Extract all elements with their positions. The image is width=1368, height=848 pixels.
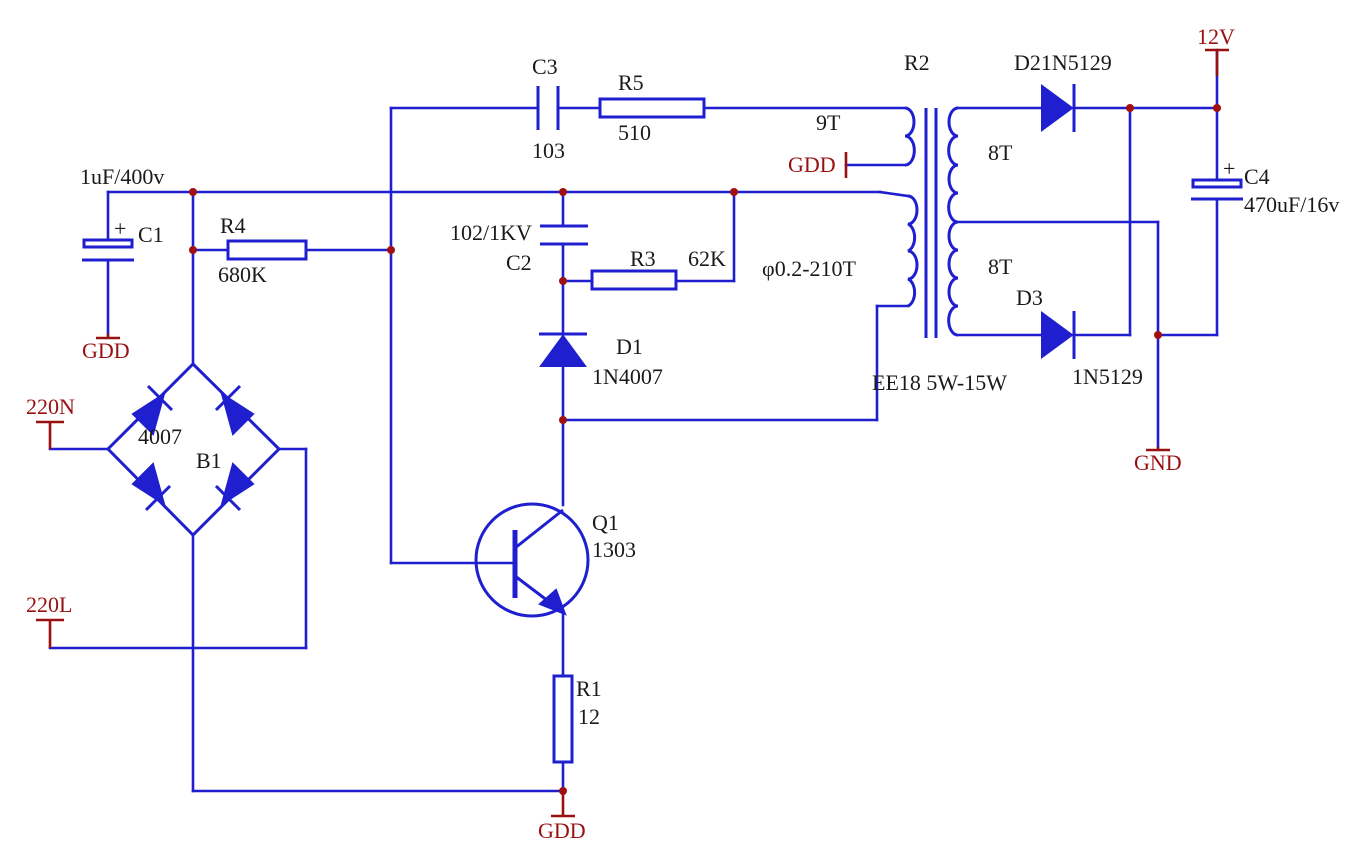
transformer-ref: R2	[904, 50, 930, 75]
c4-ref: C4	[1244, 164, 1270, 189]
capacitor-c4: + C4 470uF/16v	[1191, 156, 1339, 217]
c3-ref: C3	[532, 54, 558, 79]
c2-value: 102/1KV	[450, 220, 532, 245]
feedback-turns: 9T	[816, 110, 841, 135]
r5-value: 510	[618, 120, 651, 145]
diode-d3: D3 1N5129	[1016, 285, 1143, 389]
c3-value: 103	[532, 138, 565, 163]
c1-ref: C1	[138, 222, 164, 247]
b1-value: 4007	[138, 424, 182, 449]
r3-value: 62K	[688, 246, 726, 271]
gnd-symbol: GND	[1134, 447, 1182, 475]
r1-ref: R1	[576, 676, 602, 701]
d3-value: 1N5129	[1072, 364, 1143, 389]
diode-d2: D21N5129	[1014, 50, 1112, 132]
b1-ref: B1	[196, 448, 222, 473]
secondary-top-turns: 8T	[988, 140, 1013, 165]
svg-text:220N: 220N	[26, 394, 75, 419]
svg-text:GDD: GDD	[788, 152, 836, 177]
svg-text:220L: 220L	[26, 592, 72, 617]
transistor-q1: Q1 1303	[474, 502, 636, 618]
r3-ref: R3	[630, 246, 656, 271]
r4-value: 680K	[218, 262, 267, 287]
secondary-bottom-turns: 8T	[988, 254, 1013, 279]
resistor-r1: R1 12	[552, 674, 602, 764]
core-spec: EE18 5W-15W	[872, 370, 1007, 395]
resistor-r5: R5 510	[598, 70, 706, 145]
r1-value: 12	[578, 704, 600, 729]
resistor-r3: R3 62K	[590, 246, 726, 291]
capacitor-c2: 102/1KV C2	[450, 220, 588, 275]
svg-text:GDD: GDD	[82, 338, 130, 363]
c1-value: 1uF/400v	[80, 164, 164, 189]
junction-dots	[189, 104, 1221, 795]
wires	[48, 48, 1219, 793]
ac-input-220l: 220L	[26, 592, 72, 648]
q1-ref: Q1	[592, 510, 619, 535]
svg-text:+: +	[1223, 156, 1235, 181]
vout-12v-symbol: 12V	[1197, 24, 1235, 76]
svg-text:GND: GND	[1134, 450, 1182, 475]
svg-text:GDD: GDD	[538, 818, 586, 843]
svg-text:12V: 12V	[1197, 24, 1235, 49]
r5-ref: R5	[618, 70, 644, 95]
q1-value: 1303	[592, 537, 636, 562]
bridge-rectifier-b1: 4007 B1	[105, 361, 282, 538]
capacitor-c1: + C1 1uF/400v	[80, 164, 164, 262]
capacitor-c3: C3 103	[532, 54, 565, 163]
svg-text:+: +	[114, 216, 126, 241]
gdd-symbol-feedback: GDD	[788, 152, 848, 178]
d1-ref: D1	[616, 334, 643, 359]
diode-d1: D1 1N4007	[539, 332, 663, 389]
ac-input-220n: 220N	[26, 394, 75, 449]
primary-spec: φ0.2-210T	[762, 256, 857, 281]
d2-label: D21N5129	[1014, 50, 1112, 75]
r4-ref: R4	[220, 213, 246, 238]
gdd-symbol-bottom: GDD	[538, 791, 586, 843]
gdd-symbol-c1: GDD	[82, 334, 130, 363]
resistor-r4: R4 680K	[218, 213, 308, 287]
c4-value: 470uF/16v	[1244, 192, 1339, 217]
d1-value: 1N4007	[592, 364, 663, 389]
d3-ref: D3	[1016, 285, 1043, 310]
c2-ref: C2	[506, 250, 532, 275]
transformer-r2: R2 9T φ0.2-210T EE18 5W-15W 8T 8T	[762, 50, 1013, 395]
